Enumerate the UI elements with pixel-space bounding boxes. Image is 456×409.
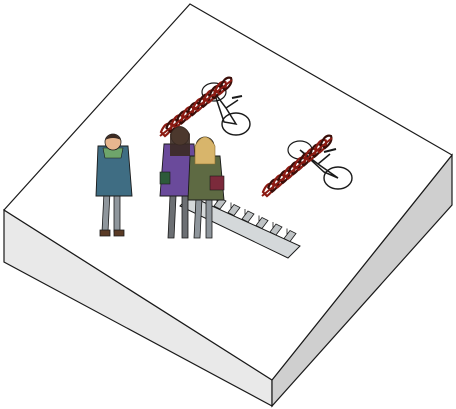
hair [170,126,190,156]
bag [160,172,170,184]
platform [4,4,452,406]
hair [195,137,215,164]
platform-top-face [4,4,452,380]
handbag [210,176,224,190]
